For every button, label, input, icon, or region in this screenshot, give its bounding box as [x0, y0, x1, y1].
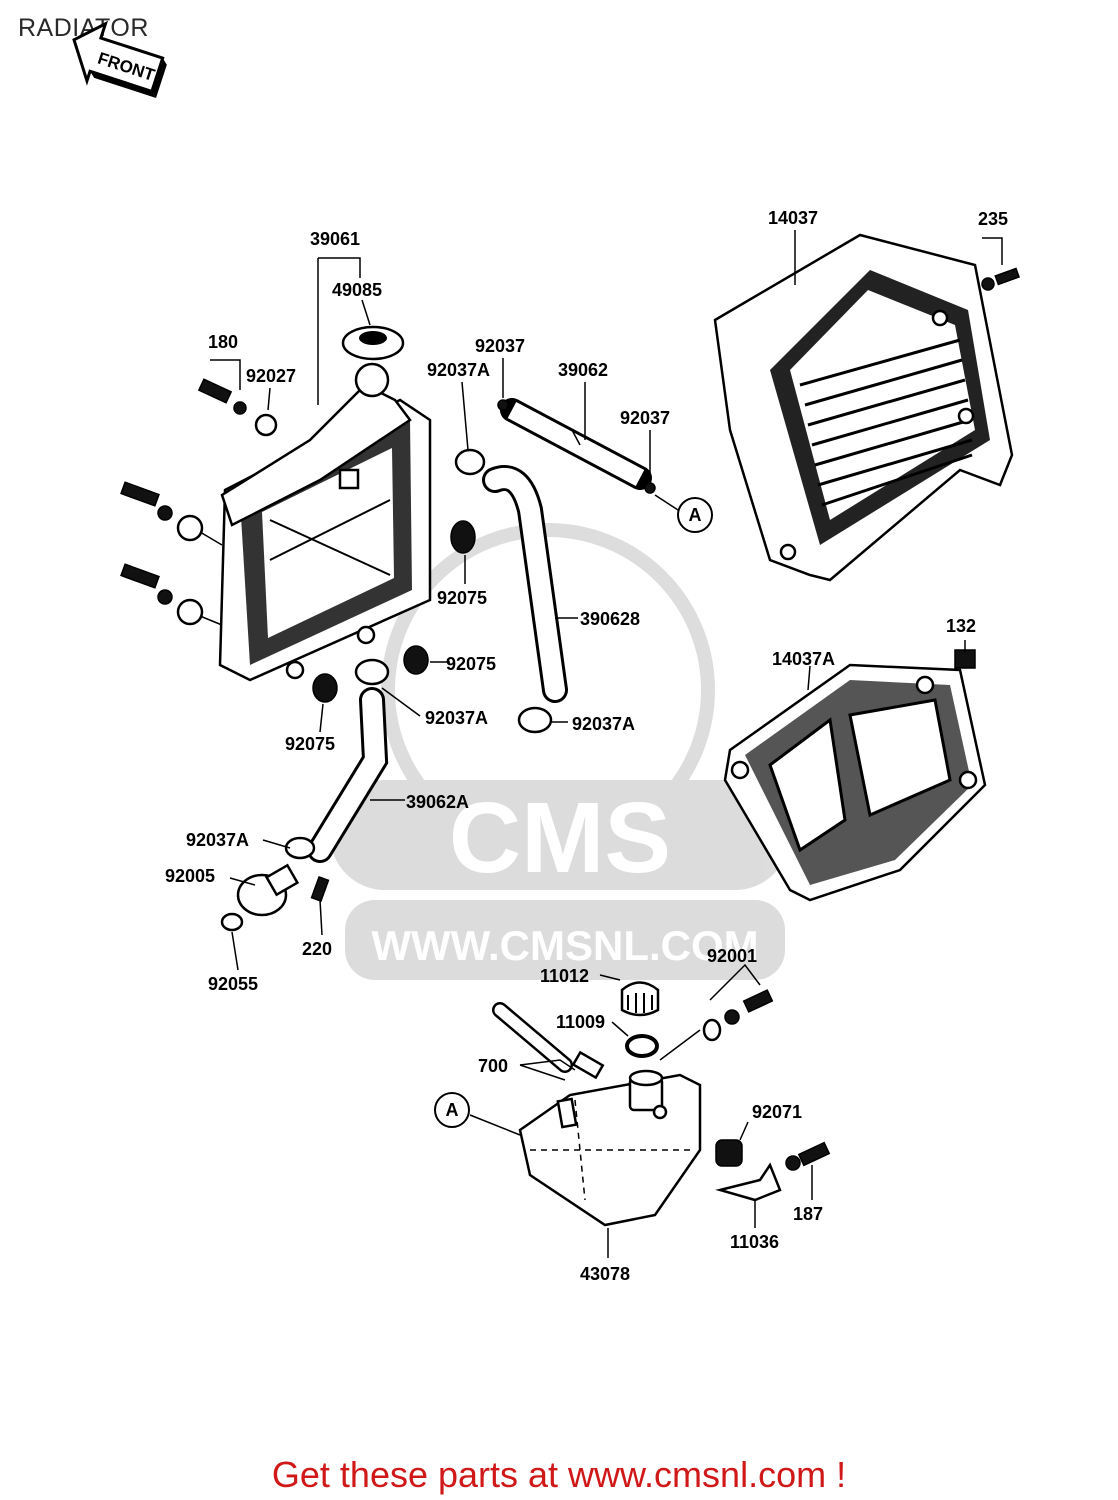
radiator-shroud-drawing	[713, 233, 1021, 582]
radiator-screen-drawing	[723, 649, 987, 902]
svg-text:A: A	[446, 1100, 459, 1120]
radiator-drawing	[218, 362, 432, 682]
svg-text:A: A	[689, 505, 702, 525]
label-700: 700	[478, 1056, 508, 1076]
label-92037-right: 92037	[620, 408, 670, 428]
label-180: 180	[208, 332, 238, 352]
radiator-cap-drawing	[341, 325, 405, 361]
label-92075-c: 92075	[285, 734, 335, 754]
label-92071: 92071	[752, 1102, 802, 1122]
label-92037A-low: 92037A	[186, 830, 249, 850]
callout-a-bottom: A	[434, 1092, 470, 1128]
mounting-bolts-drawing	[120, 378, 278, 626]
hoses-drawing	[307, 398, 652, 863]
label-14037: 14037	[768, 208, 818, 228]
label-14037A: 14037A	[772, 649, 835, 669]
label-43078: 43078	[580, 1264, 630, 1284]
label-92055: 92055	[208, 974, 258, 994]
label-39062A: 39062A	[406, 792, 469, 812]
label-390628: 390628	[580, 609, 640, 629]
grommets-drawing	[285, 520, 476, 703]
reserve-tank-drawing	[518, 1069, 702, 1227]
leader-lines	[210, 230, 1003, 1258]
label-92037A-top: 92037A	[427, 360, 490, 380]
watermark-brand: CMS	[449, 782, 671, 894]
label-132: 132	[946, 616, 976, 636]
label-11009: 11009	[556, 1012, 605, 1032]
label-187: 187	[793, 1204, 823, 1224]
label-92005: 92005	[165, 866, 215, 886]
label-11036: 11036	[730, 1232, 779, 1252]
label-92001: 92001	[707, 946, 757, 966]
label-235: 235	[978, 209, 1008, 229]
footer-link-text[interactable]: Get these parts at www.cmsnl.com !	[271, 1454, 847, 1495]
label-92075-a: 92075	[437, 588, 487, 608]
label-49085: 49085	[332, 280, 382, 300]
label-220: 220	[302, 939, 332, 959]
label-92037A-right: 92037A	[572, 714, 635, 734]
part-labels: 14037 235 39061 49085 180 92027 92037 92…	[165, 208, 1008, 1284]
watermark-url: WWW.CMSNL.COM	[371, 922, 758, 969]
hose-clamps-drawing	[284, 399, 656, 860]
front-direction-arrow: FRONT	[72, 20, 167, 98]
label-92037A-mid: 92037A	[425, 708, 488, 728]
watermark: CMS WWW.CMSNL.COM	[330, 523, 790, 980]
callout-a-top: A	[677, 497, 713, 533]
label-92027: 92027	[246, 366, 296, 386]
label-39062: 39062	[558, 360, 608, 380]
label-92037-top: 92037	[475, 336, 525, 356]
thermostat-housing-drawing	[220, 863, 330, 932]
label-11012: 11012	[540, 966, 589, 986]
label-39061: 39061	[310, 229, 360, 249]
reserve-tank-fittings-drawing	[492, 981, 831, 1202]
label-92075-b: 92075	[446, 654, 496, 674]
